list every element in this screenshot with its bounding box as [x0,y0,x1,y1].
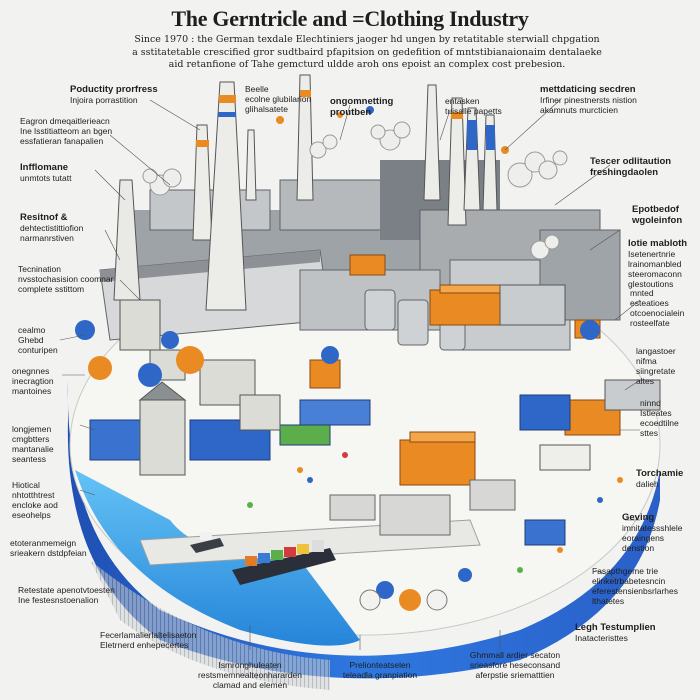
grey-bundles [329,479,516,536]
label-restrict-body: dehtectistittiofion narmanrstiven [20,223,84,243]
label-fecrlamalie: Fecerlamalierlaltelisaeton Eletrnerd enh… [100,630,240,650]
label-legh-heading: Legh Testumplien [575,622,656,633]
label-ninnd-body: ninnd Istleates ecoedtilne sttes [640,398,679,438]
orange-textile-stacks [309,254,621,486]
label-lotie-heading: lotie mabloth [628,238,688,249]
label-influence-heading: Infflomane [20,162,69,173]
label-geving: Geving imnitatessshlele eoraingens denst… [622,512,700,553]
page-title: The Gerntricle and =Clothing Industry [171,6,529,31]
label-bottom-1-body: Ismronghuleaten restsmemnealteonhararden… [198,660,302,690]
label-cealmo: cealmo Ghebd conturipen [18,325,78,355]
label-ongonnes-body: onegnnes inecragtion mantoines [12,366,54,396]
label-ecolne-heading: Beelle [245,84,269,94]
label-tescer-body: freshingdaolen [590,167,659,178]
label-legh-body: Inatacteristtes [575,633,628,643]
label-mnted: mnted esteatioes otcoenocialein rosteelf… [630,288,700,328]
label-entasken: entasken tuisalle papetts [445,96,525,116]
intro-line-3: aid retanfione of Tahe gemcturd uldde ar… [168,59,566,70]
label-legh: Legh Testumplien Inatacteristtes [575,622,695,643]
label-longjemen-body: longjemen cmgbtters mantanalie seantess [12,424,54,464]
label-torchame-heading: Torchamie [636,468,684,479]
label-torchame-body: dalieh [636,479,659,489]
label-productivity-heading: Poductity prorfress [70,84,158,95]
label-eteranman-body: etoteranmemeign srieakern dstdpfeian [10,538,87,558]
label-retestate: Retestate apenotvtoesten Ine festesnstoe… [18,585,158,605]
label-ninnd: ninnd Istleates ecoedtilne sttes [640,398,700,438]
cargo-ship-icon [232,540,336,585]
label-torchame: Torchamie dalieh [636,468,700,489]
label-longjemen: longjemen cmgbtters mantanalie seantess [12,424,82,464]
label-ongomnetting-heading: ongomnetting [330,96,394,107]
label-epotbedof-body: wgoleinfon [632,215,683,226]
small-boat-icon [190,532,224,553]
label-bottom-1: Ismronghuleaten restsmemnealteonhararden… [175,660,325,690]
platform-rim [67,380,661,690]
label-tescer: Tescer odlitaution freshingdaolen [590,156,700,178]
label-entasken-body: entasken tuisalle papetts [445,96,502,116]
label-early-body: Eagron dmeqaitlerieacn Ine lsstitiatteom… [20,116,113,146]
label-hioticnal: Hiotical nhtotthtrest encloke aod eseohe… [12,480,82,520]
label-fecrlamalie-body: Fecerlamalierlaltelisaeton Eletrnerd enh… [100,630,197,650]
label-ecolne: Beelle ecolne glubilarion glihalsatete [245,84,335,114]
label-restrict-heading: Resitnof & [20,212,68,223]
label-geving-heading: Geving [622,512,655,523]
label-cealmo-body: cealmo Ghebd conturipen [18,325,58,355]
label-langastoer: langastoer nifma siingretate altes [636,346,700,386]
label-langastoer-body: langastoer nifma siingretate altes [636,346,676,386]
label-geving-body: imnitatessshlele eoraingens denstion [622,523,683,553]
label-mettdaticing-body: Irfiner pinestnersts nistion akamnuts mu… [540,95,637,115]
label-technical: Tecnination nvsstochasision coomnar comp… [18,264,138,294]
label-influence: Infflomane unmtots tutatt [20,162,120,183]
label-productivity: Poductity prorfress Injoira porrastition [70,84,200,105]
label-ongonnes: onegnnes inecragtion mantoines [12,366,72,396]
leader-lines [59,99,641,650]
label-bottom-3: Ghmmall ardier secaton srieasfore heseco… [440,650,590,680]
label-early: Eagron dmeqaitlerieacn Ine lsstitiatteom… [20,116,150,146]
label-technical-body: Tecnination nvsstochasision coomnar comp… [18,264,114,294]
label-bottom-2: Prelionteatselen teleadla granpiation [320,660,440,680]
blue-fabric-stacks [89,394,571,546]
intro-text: Since 1970 : the German texdale Elechtin… [132,34,602,72]
label-bottom-2-body: Prelionteatselen teleadla granpiation [342,660,418,680]
label-tescer-heading: Tescer odlitaution [590,156,672,167]
label-ecolne-body: ecolne glubilarion glihalsatete [245,94,312,114]
label-epotbedof-heading: Epotbedof [632,204,679,215]
label-influence-body: unmtots tutatt [20,173,72,183]
intro-line-1: Since 1970 : the German texdale Elechtin… [134,34,600,45]
label-productivity-body: Injoira porrastition [70,95,138,105]
smoke-clouds [142,121,568,260]
label-retestate-body: Retestate apenotvtoesten Ine festesnstoe… [18,585,115,605]
label-mettdaticing: mettdaticing secdren Irfiner pinestnerst… [540,84,695,115]
smokestacks [113,74,498,311]
label-ongomnetting-body: proutben [330,107,372,118]
label-bottom-3-body: Ghmmall ardier secaton srieasfore heseco… [469,650,561,680]
label-mettdaticing-heading: mettdaticing secdren [540,84,636,95]
globe-icons [75,320,600,611]
label-restrict: Resitnof & dehtectistittiofion narmanrst… [20,212,135,243]
intro-line-2: a sstitatetable crescified gror sudtbair… [132,46,602,58]
label-lotie-body: Isetenertnrie lrainomanbled steeromaconn… [628,249,682,289]
label-fasaptingne-body: Fasapthgeme trie elinketrbabetesncin efe… [592,566,678,606]
label-epotbedof: Epotbedof wgoleinfon [632,204,700,226]
label-hioticnal-body: Hiotical nhtotthtrest encloke aod eseohe… [12,480,58,520]
label-fasaptingne: Fasapthgeme trie elinketrbabetesncin efe… [592,566,700,606]
label-eteranman: etoteranmemeign srieakern dstdpfeian [10,538,130,558]
label-mnted-body: mnted esteatioes otcoenocialein rosteelf… [630,288,685,328]
label-lotie: lotie mabloth Isetenertnrie lrainomanble… [628,238,700,289]
label-ongomnetting: ongomnetting proutben [330,96,420,118]
